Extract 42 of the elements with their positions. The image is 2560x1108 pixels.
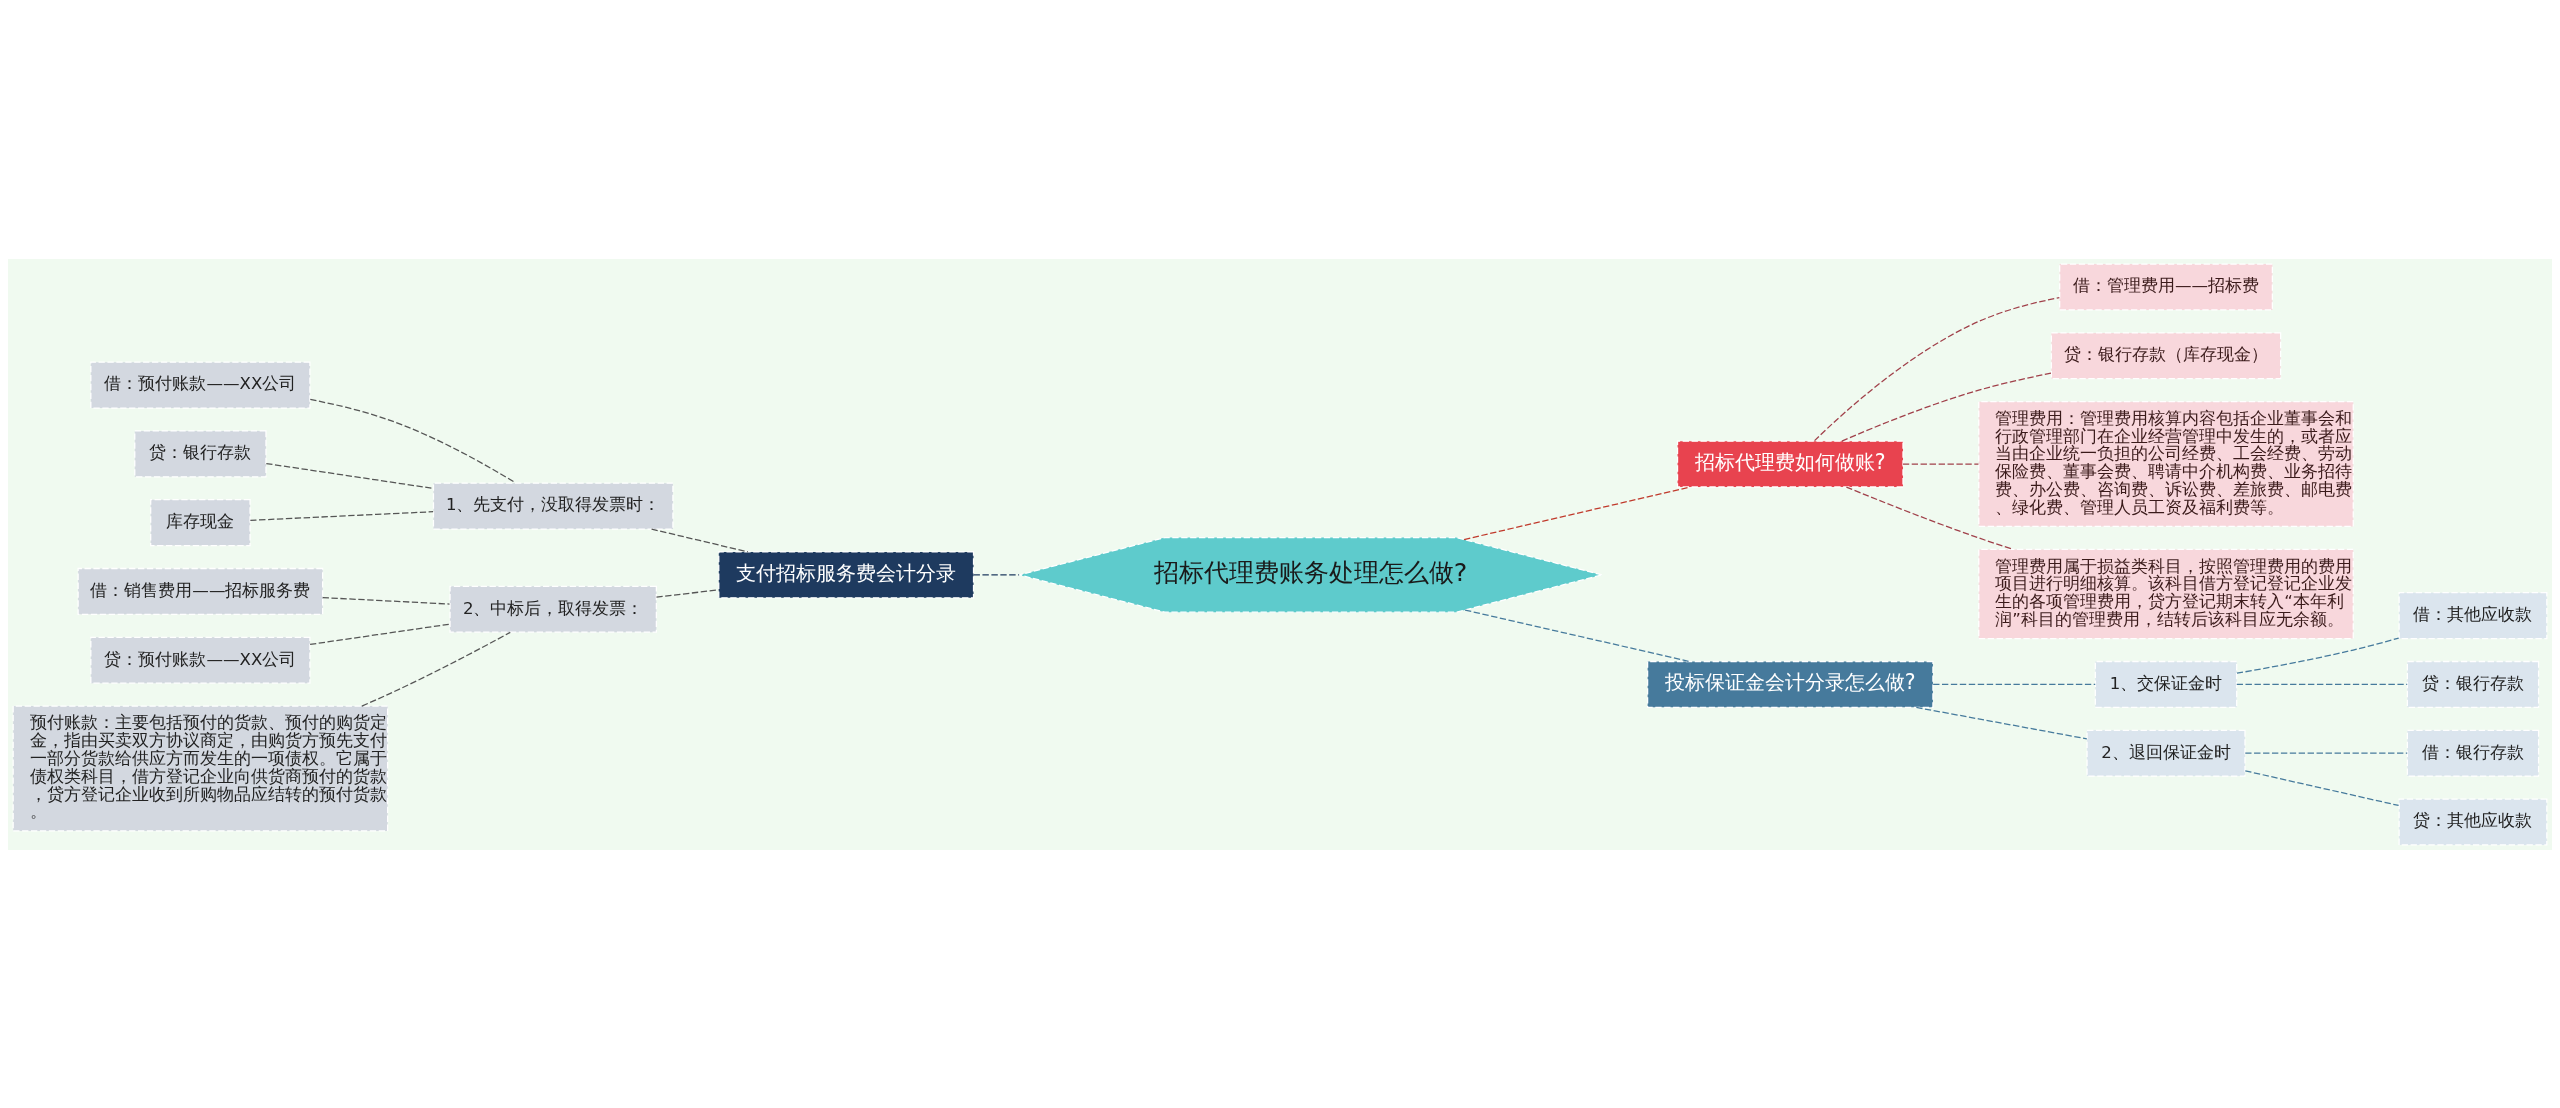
node-box: 1、先支付，没取得发票时：: [432, 482, 674, 530]
connector: [2244, 752, 2408, 754]
connector: [1841, 372, 2052, 442]
node-box: 2、退回保证金时: [2086, 729, 2246, 777]
node-box: 借：银行存款: [2406, 729, 2540, 777]
node-box: 借：其他应收款: [2398, 591, 2548, 639]
connector: [2244, 769, 2400, 806]
connector: [1813, 296, 2060, 441]
connector: [322, 596, 451, 605]
connector: [1932, 683, 2096, 685]
connector: [650, 527, 749, 553]
node-box: 投标保证金会计分录怎么做?: [1647, 660, 1934, 708]
connector: [309, 398, 517, 483]
connector: [249, 510, 434, 521]
node-box: 借：预付账款——XX公司: [90, 361, 311, 409]
connector: [361, 631, 511, 707]
connector: [265, 462, 435, 489]
node-box: 贷：银行存款: [134, 429, 267, 477]
connector: [1845, 485, 2014, 550]
node-box: 贷：银行存款（库存现金）: [2050, 331, 2282, 379]
connector: [1463, 485, 1691, 540]
node-box: 借：管理费用——招标费: [2059, 262, 2273, 311]
connector: [2236, 636, 2400, 674]
connector: [1464, 608, 1690, 662]
connector: [1915, 706, 2088, 739]
node-box: 管理费用：管理费用核算内容包括企业董事会和行政管理部门在企业经营管理中发生的，或者应当由企业统一负担的公司经费、工会经费、劳动保险费、董事会费、聘请中介机构费、业务招待费、办公费、咨询费、诉讼费、差旅费、邮电费、绿化费、管理人员工资及福利费等。: [1978, 400, 2354, 527]
node-box: 支付招标服务费会计分录: [718, 550, 975, 598]
node-box: 管理费用属于损益类科目，按照管理费用的费用项目进行明细核算。该科目借方登记登记企业发生的各项管理费用，贷方登记期末转入“本年利润”科目的管理费用，结转后该科目应无余额。: [1978, 548, 2354, 639]
node-box: 借：销售费用——招标服务费: [77, 567, 324, 615]
node-box: 库存现金: [150, 498, 251, 546]
connector: [309, 622, 451, 645]
node-box: 贷：其他应收款: [2398, 797, 2548, 846]
node-box: 1、交保证金时: [2094, 660, 2238, 708]
node-box: 预付账款：主要包括预付的货款、预付的购货定金，指由买卖双方协议商定，由购货方预先支付一部分货款给供应方而发生的一项债权。它属于债权类科目，借方登记企业向供货商预付的货款，贷方登记企业收到所购物品应结转的预付货款。: [12, 704, 389, 832]
node-box: 贷：预付账款——XX公司: [90, 636, 311, 684]
connector: [973, 573, 1020, 575]
node-box: 招标代理费如何做账?: [1676, 440, 1904, 488]
connector: [2236, 683, 2408, 685]
node-box: 2、中标后，取得发票：: [449, 585, 657, 633]
connector: [655, 588, 720, 598]
connector: [1902, 462, 1980, 465]
node-box: 贷：银行存款: [2406, 660, 2540, 708]
